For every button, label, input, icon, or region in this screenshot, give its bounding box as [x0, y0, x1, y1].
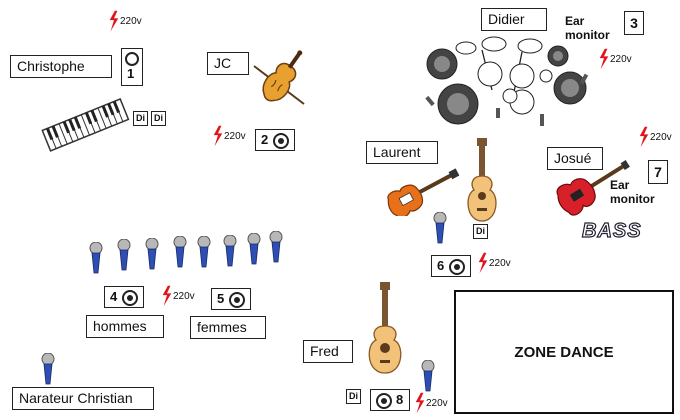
- acoustic-guitar-icon: [467, 138, 497, 222]
- mic-icon: [173, 236, 187, 268]
- acoustic-guitar-fred-icon: [368, 282, 402, 374]
- power-220v-laurent: 220v: [477, 252, 511, 278]
- power-220v-josue: 220v: [638, 126, 672, 152]
- jack-4: 4: [104, 286, 144, 308]
- jack-6: 6: [431, 255, 471, 277]
- lightning-icon: [598, 48, 610, 70]
- keyboard-icon: [41, 98, 130, 152]
- jack-4-number: 4: [110, 289, 118, 304]
- name-femmes: femmes: [190, 316, 266, 339]
- jack-2: 2: [255, 129, 295, 151]
- jack-2-number: 2: [261, 132, 269, 147]
- lightning-icon: [108, 10, 120, 32]
- jack-5: 5: [211, 288, 251, 310]
- bass-label: BASS: [581, 219, 642, 242]
- di-box-keyboard-1: Di: [133, 111, 148, 126]
- di-box-laurent: Di: [473, 224, 488, 239]
- ear-monitor-label-didier: Ear monitor: [565, 14, 610, 42]
- mic-icon: [269, 231, 283, 263]
- lightning-icon: [161, 285, 173, 307]
- power-220v-jc: 220v: [212, 125, 246, 151]
- mic-icon: [247, 233, 261, 265]
- jack-8-number: 8: [396, 392, 404, 407]
- mic-icon: [117, 239, 131, 271]
- di-box-fred: Di: [346, 389, 361, 404]
- name-christophe: Christophe: [10, 55, 112, 78]
- mic-laurent-icon: [433, 212, 447, 244]
- violin-icon: [253, 50, 305, 105]
- monitor-number-7: 7: [648, 160, 668, 184]
- name-laurent: Laurent: [366, 141, 438, 164]
- jack-8: 8: [370, 389, 410, 411]
- dance-zone: ZONE DANCE: [454, 290, 674, 414]
- jack-5-number: 5: [217, 291, 225, 306]
- electric-guitar-icon: [387, 168, 460, 216]
- name-didier: Didier: [481, 8, 547, 31]
- mic-icon: [223, 235, 237, 267]
- monitor-number-3: 3: [624, 11, 644, 35]
- jack-1-number: 1: [127, 66, 135, 81]
- lightning-icon: [477, 252, 489, 274]
- jack-6-number: 6: [437, 258, 445, 273]
- power-220v-choir: 220v: [161, 285, 195, 311]
- lightning-icon: [414, 392, 426, 414]
- mic-narrateur-icon: [41, 353, 55, 385]
- di-box-keyboard-2: Di: [151, 111, 166, 126]
- mic-icon: [197, 236, 211, 268]
- power-220v-didier: 220v: [598, 48, 632, 74]
- name-hommes: hommes: [86, 315, 164, 338]
- mic-icon: [89, 242, 103, 274]
- bass-guitar-icon: [556, 160, 630, 216]
- name-fred: Fred: [303, 340, 353, 363]
- mic-icon: [145, 238, 159, 270]
- name-narrateur: Narateur Christian: [12, 387, 154, 410]
- name-jc: JC: [207, 52, 249, 75]
- power-220v-christophe: 220v: [108, 10, 142, 36]
- mic-fred-icon: [421, 360, 435, 392]
- ear-monitor-label-josue: Ear monitor: [610, 178, 655, 206]
- drum-kit-icon: [425, 36, 589, 126]
- jack-1: 1: [121, 48, 143, 86]
- lightning-icon: [638, 126, 650, 148]
- dance-zone-label: ZONE DANCE: [514, 343, 614, 361]
- name-josue: Josué: [547, 147, 603, 170]
- lightning-icon: [212, 125, 224, 147]
- power-220v-fred: 220v: [414, 392, 448, 418]
